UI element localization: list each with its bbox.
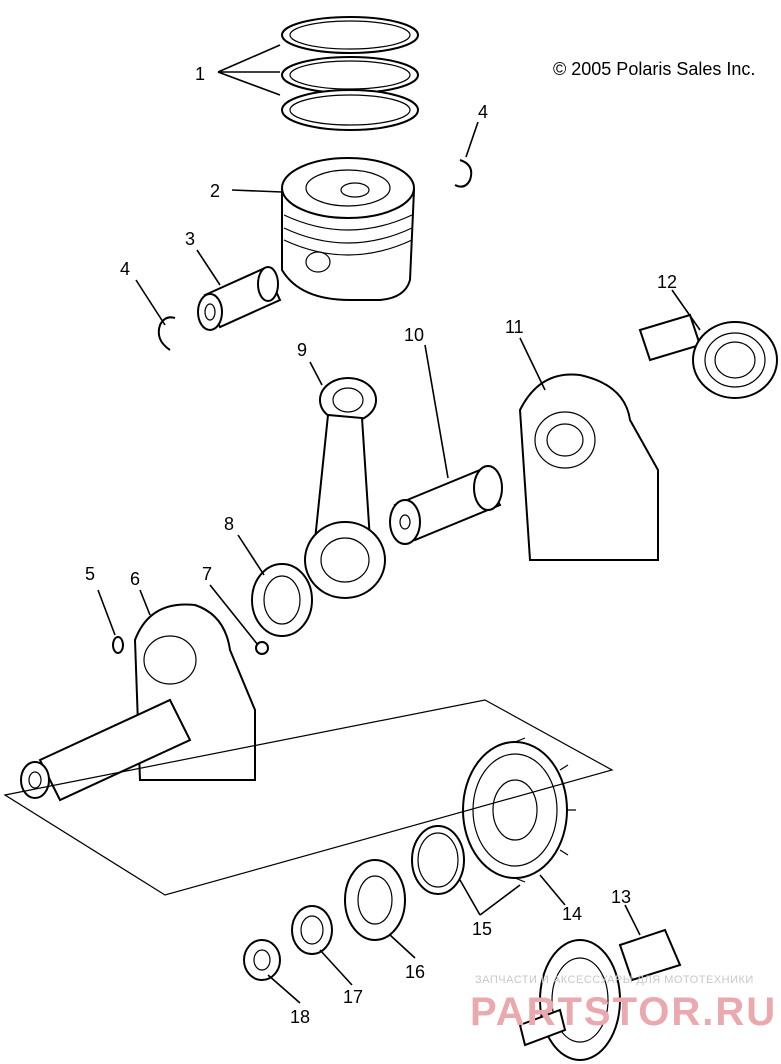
bushing	[291, 905, 333, 955]
callout-4-lower: 4	[120, 259, 130, 279]
needle-bearing	[251, 563, 313, 637]
woodruff-key	[112, 636, 124, 654]
callout-8: 8	[224, 514, 234, 534]
callout-10: 10	[404, 325, 424, 345]
callout-11: 11	[505, 317, 524, 337]
callout-1: 1	[195, 64, 205, 84]
ball	[255, 641, 269, 655]
main-bearing	[692, 321, 778, 399]
watermark-tagline: ЗАПЧАСТИ И АКСЕССУАРЫ ДЛЯ МОТОТЕХНИКИ	[475, 974, 754, 986]
small-gear	[344, 859, 406, 941]
piston-rings	[281, 16, 419, 131]
crankshaft-left-half	[20, 603, 256, 802]
callout-5: 5	[85, 564, 95, 584]
callout-3: 3	[185, 229, 195, 249]
callout-9: 9	[297, 340, 307, 360]
callout-7: 7	[202, 564, 212, 584]
crankshaft-right-half	[518, 313, 702, 561]
nut	[243, 939, 281, 981]
circlip-upper	[454, 159, 473, 188]
crank-pin	[389, 465, 503, 545]
callout-14: 14	[562, 904, 582, 924]
callout-6: 6	[130, 569, 140, 589]
callout-15: 15	[472, 919, 492, 939]
watermark-logo: PARTSTOR.RU	[470, 990, 777, 1034]
thrust-washer	[411, 825, 465, 895]
callout-17: 17	[343, 987, 363, 1007]
balance-shaft-gear	[518, 928, 682, 1061]
piston	[281, 157, 416, 301]
callout-16: 16	[405, 962, 425, 982]
assembly-outline	[3, 699, 614, 896]
wrist-pin	[197, 266, 282, 331]
connecting-rod	[304, 377, 386, 599]
copyright-text: © 2005 Polaris Sales Inc.	[553, 59, 755, 79]
callout-12: 12	[657, 272, 677, 292]
callout-13: 13	[611, 887, 631, 907]
callout-18: 18	[290, 1007, 310, 1027]
circlip-lower	[157, 316, 176, 351]
large-gear	[462, 737, 576, 883]
callout-4-upper: 4	[478, 102, 488, 122]
leader-lines	[97, 44, 701, 1004]
callout-2: 2	[210, 181, 220, 201]
